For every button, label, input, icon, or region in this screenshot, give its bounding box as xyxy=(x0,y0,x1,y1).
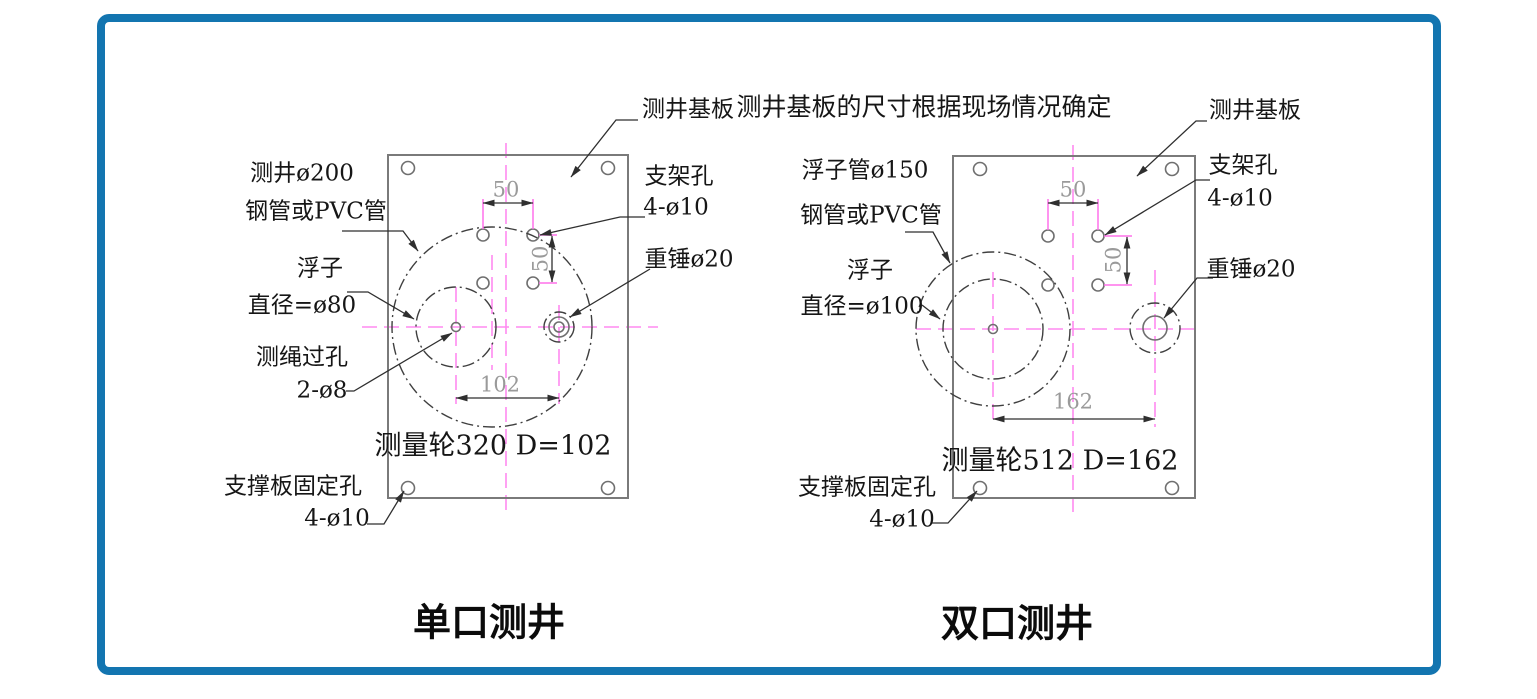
right-dim-center-span: 162 xyxy=(1052,389,1094,414)
right-base-plate-label: 测井基板 xyxy=(1209,97,1301,124)
left-weight-label: 重锤ø20 xyxy=(644,246,734,273)
left-dim-side-height: 50 xyxy=(528,245,553,273)
left-bracket-hole-label-line1: 支架孔 xyxy=(644,163,714,190)
right-bracket-hole-label-line1: 支架孔 xyxy=(1208,152,1278,179)
right-dim-side-height: 50 xyxy=(1101,246,1126,274)
right-dim-top-width: 50 xyxy=(1059,177,1087,202)
left-base-plate-label: 测井基板 xyxy=(642,96,734,123)
right-support-hole-label-line1: 支撑板固定孔 xyxy=(798,474,936,501)
left-dim-top-width: 50 xyxy=(492,177,520,202)
double-well-plate xyxy=(905,120,1213,524)
left-float-label-line1: 浮子 xyxy=(297,255,343,282)
left-rope-hole-label-line1: 测绳过孔 xyxy=(256,344,348,371)
right-float-pipe-label-line1: 浮子管ø150 xyxy=(801,157,929,184)
right-support-hole-label-line2: 4-ø10 xyxy=(869,506,935,533)
left-diagram-title: 单口测井 xyxy=(412,602,566,645)
left-well-pipe-label-line1: 测井ø200 xyxy=(250,160,354,187)
left-float-label-line2: 直径=ø80 xyxy=(247,292,357,319)
right-weight-label: 重锤ø20 xyxy=(1206,256,1296,283)
right-diagram-title: 双口测井 xyxy=(940,603,1094,646)
single-well-plate xyxy=(342,119,658,525)
right-bracket-hole-label-line2: 4-ø10 xyxy=(1207,185,1273,212)
right-float-label-line1: 浮子 xyxy=(847,257,893,284)
left-well-pipe-label-line2: 钢管或PVC管 xyxy=(245,198,387,225)
left-wheel-note: 测量轮320 D=102 xyxy=(374,430,612,462)
right-float-label-line2: 直径=ø100 xyxy=(800,293,924,320)
right-wheel-note: 测量轮512 D=162 xyxy=(941,445,1179,477)
left-support-hole-label-line1: 支撑板固定孔 xyxy=(224,473,362,500)
left-rope-hole-label-line2: 2-ø8 xyxy=(296,377,348,404)
border-frame xyxy=(97,14,1441,675)
left-bracket-hole-label-line2: 4-ø10 xyxy=(643,194,709,221)
right-float-pipe-label-line2: 钢管或PVC管 xyxy=(800,202,942,229)
left-support-hole-label-line2: 4-ø10 xyxy=(304,505,370,532)
right-size-note: 测井基板的尺寸根据现场情况确定 xyxy=(736,92,1112,122)
left-dim-center-span: 102 xyxy=(479,372,521,397)
